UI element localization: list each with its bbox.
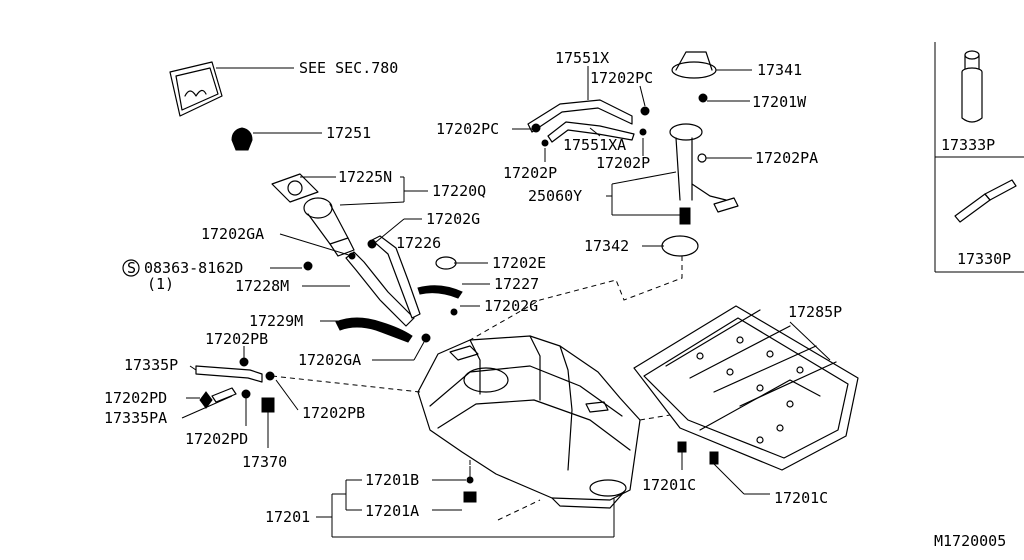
label-17228m: 17228M [235,277,289,295]
label-17202pa: 17202PA [755,149,818,167]
part-sender-drawing [606,93,752,225]
diagram-id: M1720005 [934,532,1006,550]
side-panel-frame [934,42,1024,273]
part-hoses-drawing [303,235,463,343]
label-17202pb-a: 17202PB [205,330,268,348]
label-17201c-b: 17201C [774,489,828,507]
label-17370: 17370 [242,453,287,471]
label-17330p: 17330P [957,250,1011,268]
label-17202p-b: 17202P [596,154,650,172]
label-08363-qty: (1) [147,275,174,293]
part-17330p-drawing [954,179,1017,223]
label-17202pc-top: 17202PC [590,69,653,87]
leaders-top-pipes [512,66,646,162]
label-17341: 17341 [757,61,802,79]
part-17285p-drawing [633,305,859,471]
standard-part-circle-icon [122,259,140,277]
label-17333p: 17333P [941,136,995,154]
part-sec780-drawing [169,61,294,117]
leaders-hoses [270,218,490,361]
part-17220q-drawing [303,197,355,257]
label-17342: 17342 [584,237,629,255]
part-17251-drawing [231,127,322,151]
label-17202ga-b: 17202GA [298,351,361,369]
label-17201b: 17201B [365,471,419,489]
part-17201c-drawing [677,441,770,495]
label-17201w: 17201W [752,93,807,111]
label-17202pd-b: 17202PD [185,430,248,448]
label-17335p: 17335P [124,356,178,374]
label-25060y: 25060Y [528,187,582,205]
label-17202pc-left: 17202PC [436,120,499,138]
label-17202p-a: 17202P [503,164,557,182]
label-17229m: 17229M [249,312,303,330]
label-17201: 17201 [265,508,310,526]
part-17225n-drawing [271,173,319,203]
label-17201a: 17201A [365,502,419,520]
part-17333p-drawing [961,50,983,123]
label-17251: 17251 [326,124,371,142]
label-17551xa: 17551XA [563,136,626,154]
label-17202ga-a: 17202GA [201,225,264,243]
part-17342-drawing [642,235,699,257]
label-s-symbol: S [127,259,136,277]
label-17202g-a: 17202G [426,210,480,228]
label-17335pa: 17335PA [104,409,167,427]
part-17335p-drawing [189,346,299,411]
part-17335pa-drawing [181,387,275,448]
label-see-sec-780: SEE SEC.780 [299,59,398,77]
label-17225n: 17225N [338,168,392,186]
part-fuel-tank-drawing [417,335,641,509]
label-17227: 17227 [494,275,539,293]
label-17226: 17226 [396,234,441,252]
label-17202e: 17202E [492,254,546,272]
label-17201c-a: 17201C [642,476,696,494]
label-17202pd-a: 17202PD [104,389,167,407]
part-17341-drawing [671,51,752,79]
label-17220q: 17220Q [432,182,486,200]
label-17285p: 17285P [788,303,842,321]
label-17202g-b: 17202G [484,297,538,315]
leaders-filler [300,176,428,206]
part-17551x-drawing [527,99,650,147]
leaders-bottom [316,466,615,538]
label-17551x: 17551X [555,49,609,67]
label-17202pb-b: 17202PB [302,404,365,422]
label-08363-8162d: 08363-8162D [144,259,243,277]
